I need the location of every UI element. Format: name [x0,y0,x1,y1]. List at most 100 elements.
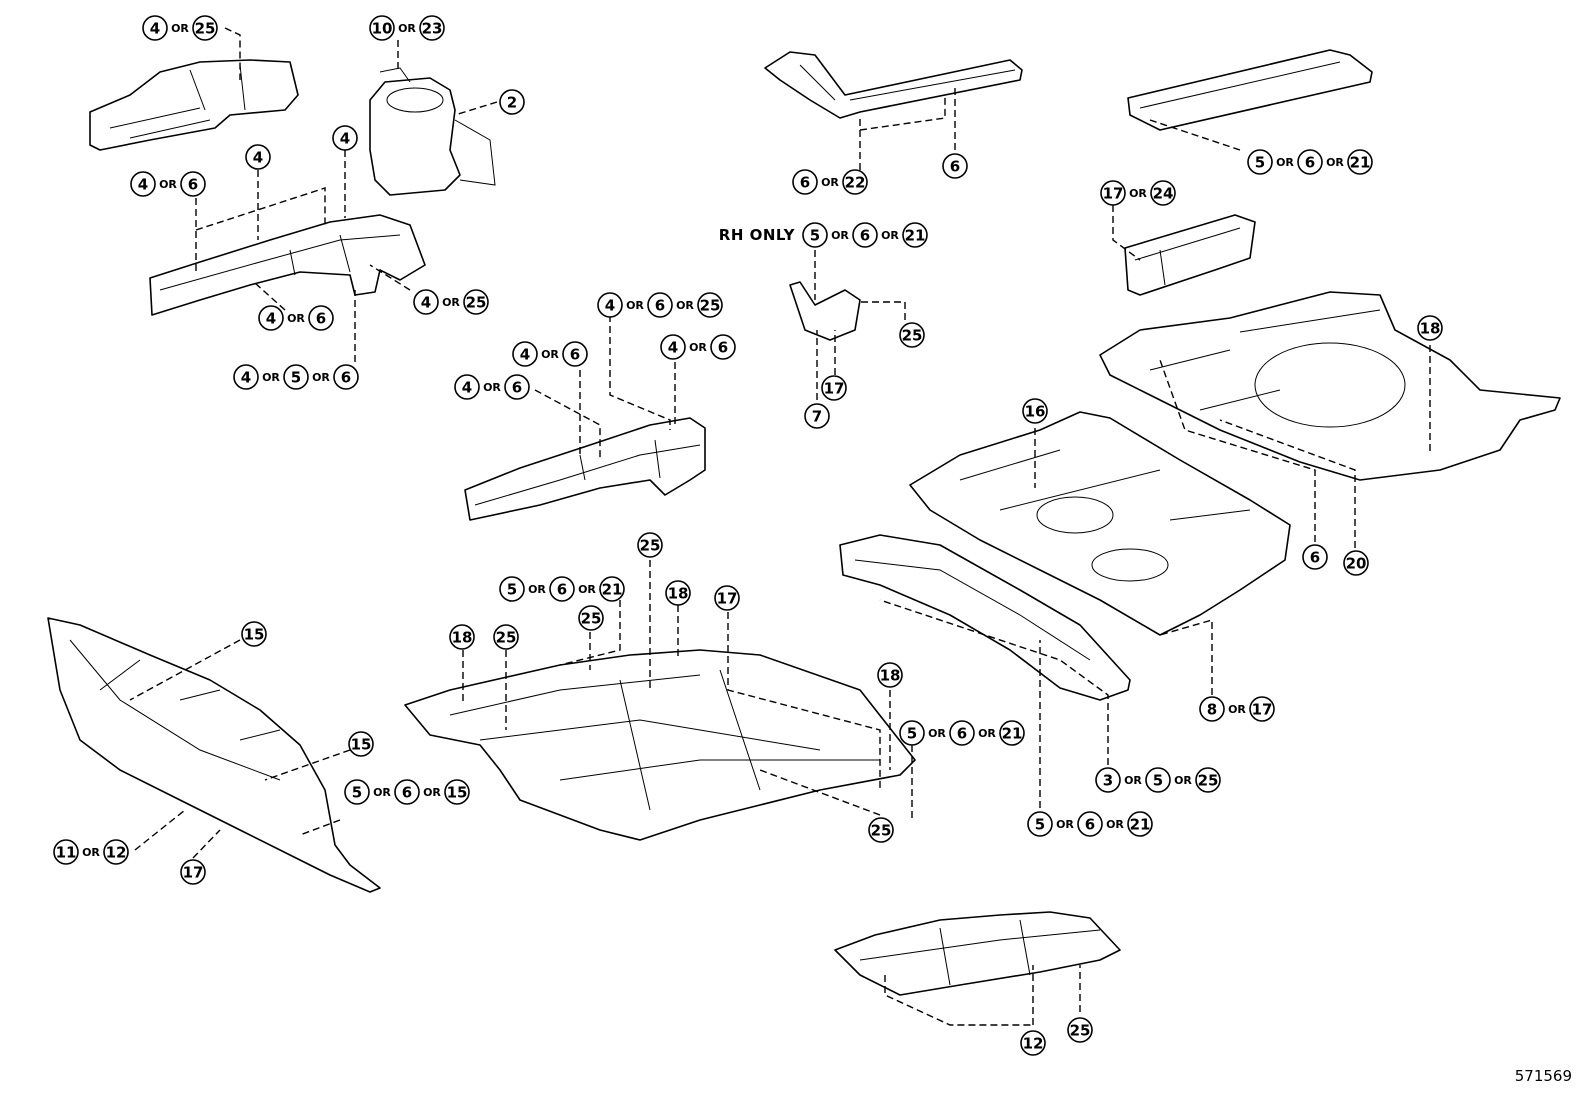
callout-circle [53,839,79,865]
part-number: 17 [1252,701,1273,719]
part-number: 7 [812,408,822,426]
callout-circle [1343,550,1369,576]
callout-circle [499,576,525,602]
callout-circle [233,364,259,390]
part-rear-floor-pan-detail [1149,309,1381,411]
callout-circle [258,305,284,331]
part-number: 21 [1350,154,1371,172]
or-label: OR [881,229,899,242]
callout-c39: 15 [241,621,267,647]
callout-circle [1100,180,1126,206]
callout-circle [1067,1017,1093,1043]
part-number: 4 [340,130,350,148]
callout-c11: 6 [942,153,968,179]
callout-circle [549,576,575,602]
part-outlines [47,49,1561,996]
part-number: 24 [1153,185,1174,203]
callout-circle [804,403,830,429]
callout-circle [637,532,663,558]
part-number: 4 [241,369,251,387]
part-number: 5 [1153,772,1163,790]
callout-circle [1195,767,1221,793]
callout-circle [1095,767,1121,793]
part-number: 5 [291,369,301,387]
callout-circle [1077,811,1103,837]
callout-circle [597,292,623,318]
callout-c15: 25 [899,322,925,348]
callout-c24: 6 [1302,544,1328,570]
or-label: OR [831,229,849,242]
part-number: 6 [570,346,580,364]
part-number: 23 [422,20,443,38]
callout-circle [562,341,588,367]
part-number: 6 [1085,816,1095,834]
callout-circle [192,15,218,41]
part-suspension-tower-detail [379,67,496,186]
callout-circle [130,171,156,197]
part-number: 25 [1198,772,1219,790]
part-number: 10 [372,20,393,38]
part-number: 6 [718,339,728,357]
callout-circle [308,305,334,331]
callout-circle [499,89,525,115]
callout-circle [1150,180,1176,206]
callout-circle [394,779,420,805]
part-number: 5 [1255,154,1265,172]
callout-circle [241,621,267,647]
part-rh-bracket [789,281,861,341]
callout-c40: 15 [348,731,374,757]
callout-circle [1145,767,1171,793]
or-label: OR [626,299,644,312]
or-label: OR [676,299,694,312]
part-front-side-member-rh [464,417,706,521]
callout-circle [821,375,847,401]
part-number: 6 [402,784,412,802]
part-dash-panel-detail [69,639,281,781]
part-number: 5 [507,581,517,599]
callout-circle [802,222,828,248]
part-number: 11 [56,844,77,862]
part-number: 6 [800,174,810,192]
part-number: 5 [907,725,917,743]
callout-c17: 7 [804,403,830,429]
part-apron-upper-detail [109,64,246,139]
part-floor-under-panel-detail [859,919,1101,986]
part-number: 25 [466,294,487,312]
part-center-floor-pan [909,411,1291,636]
callout-circle [852,222,878,248]
callout-circle [454,374,480,400]
or-label: OR [373,786,391,799]
leader-lines [129,27,1431,1026]
part-front-side-member-lh [149,214,426,316]
part-number: 21 [1002,725,1023,743]
callout-c25: 20 [1343,550,1369,576]
part-front-floor-pan-detail [449,669,880,811]
callout-circle [369,15,395,41]
callout-circle [902,222,928,248]
or-label: OR [1056,818,1074,831]
callout-circle [1347,149,1373,175]
callout-c5: 4 [245,144,271,170]
or-label: OR [928,727,946,740]
part-number: 21 [1130,816,1151,834]
callout-circle [1027,811,1053,837]
callout-circle [1249,696,1275,722]
part-floor-side-member-detail [1139,61,1341,109]
callout-circle [449,624,475,650]
callout-circle [413,289,439,315]
callout-c23: 16 [1022,398,1048,424]
part-front-side-member-lh-detail [159,234,401,291]
part-number: 4 [253,149,263,167]
callout-circle [1247,149,1273,175]
